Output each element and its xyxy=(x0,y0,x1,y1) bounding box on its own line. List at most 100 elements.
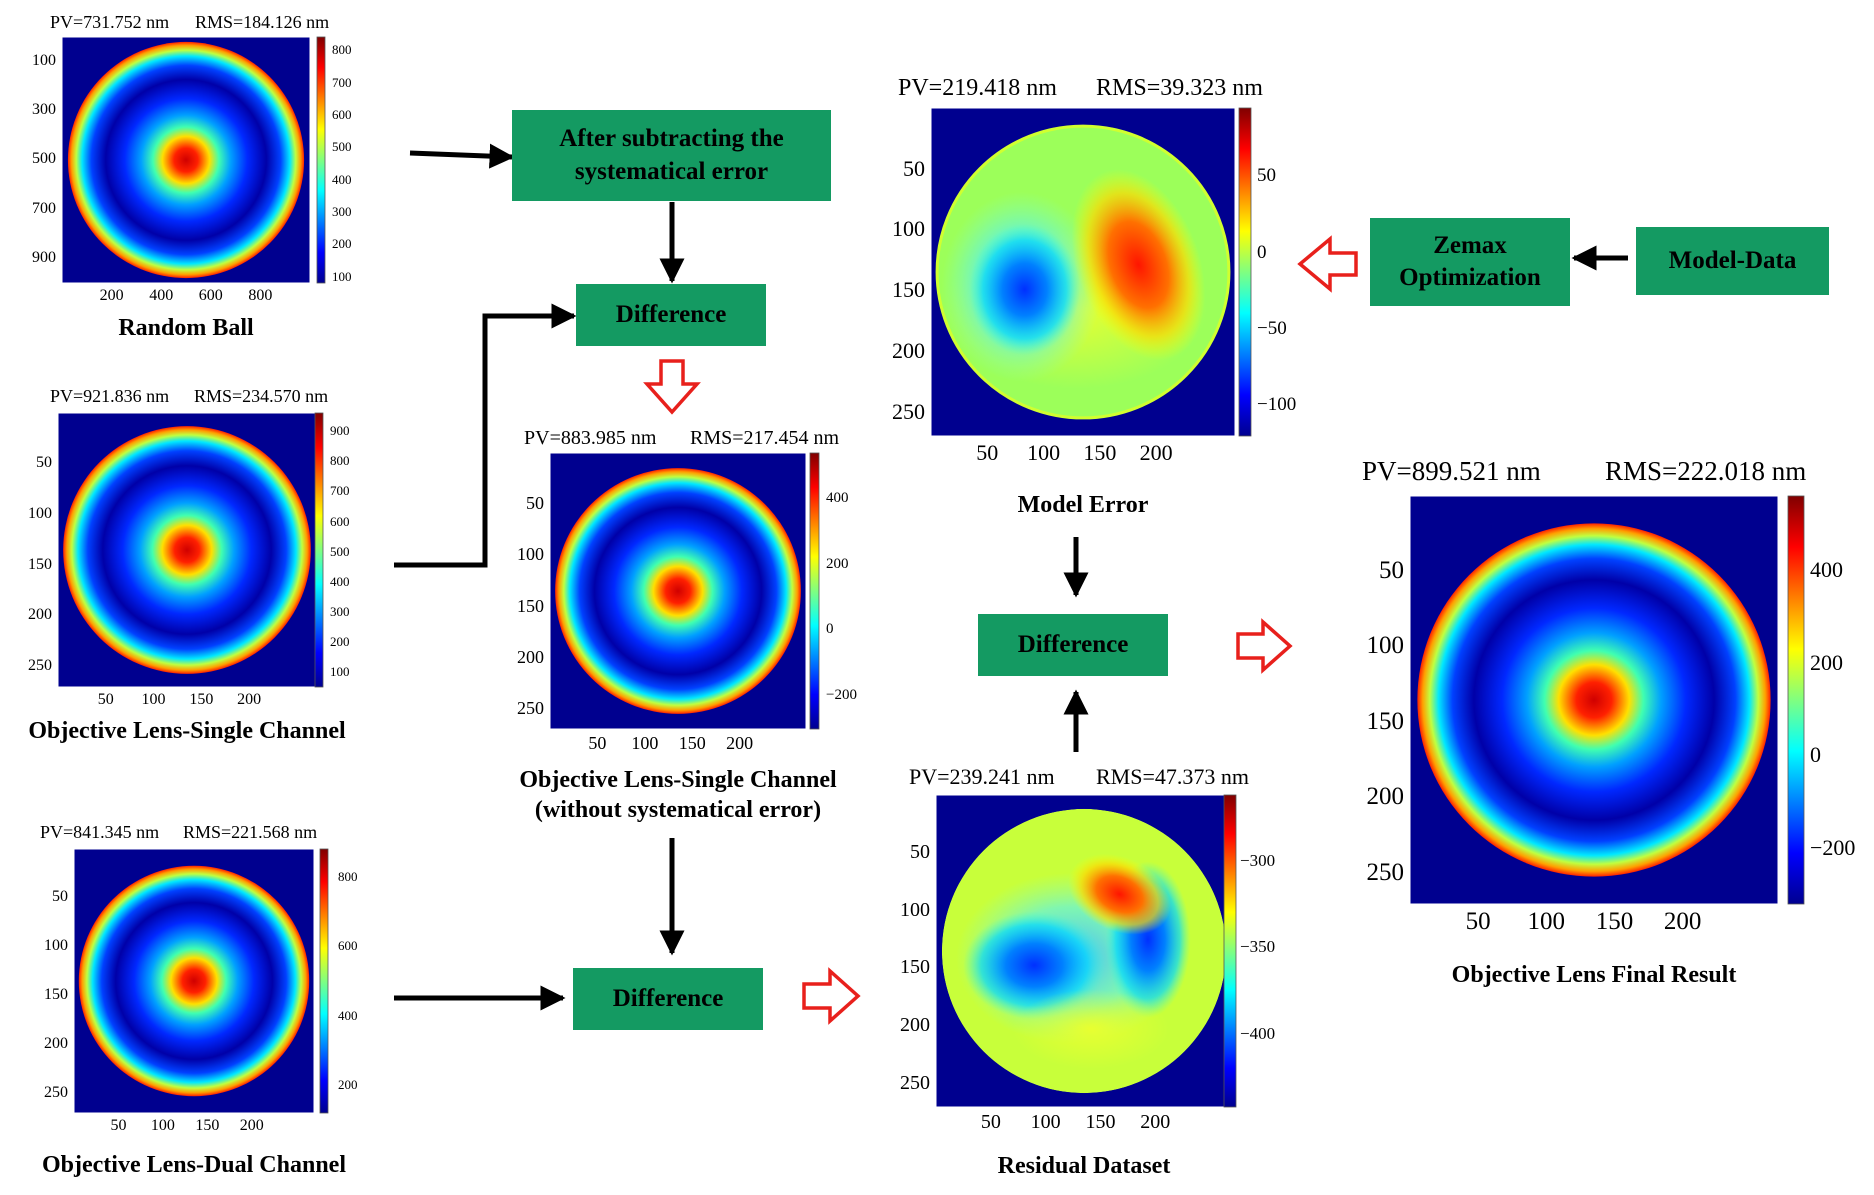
y-tick-label: 50 xyxy=(903,155,925,181)
difference-box-bottom: Difference xyxy=(573,968,763,1030)
caption-line: Objective Lens-Dual Channel xyxy=(41,1152,346,1178)
x-tick-label: 100 xyxy=(141,691,166,708)
colorbar-tick-label: −100 xyxy=(1257,394,1297,416)
colorbar-tick-label: 400 xyxy=(330,573,350,589)
y-tick-label: 150 xyxy=(517,595,544,616)
x-tick-label: 150 xyxy=(189,691,214,708)
x-tick-label: 600 xyxy=(198,287,223,304)
colorbar-frame xyxy=(809,452,820,730)
surface-disc xyxy=(941,808,1227,1094)
colorbar-tick-label: 200 xyxy=(332,236,352,252)
caption-line: Objective Lens-Single Channel xyxy=(28,718,346,744)
y-tick-label: 150 xyxy=(28,555,52,573)
y-tick-label: 100 xyxy=(892,216,925,242)
disc-edge xyxy=(935,124,1231,420)
surface-map-random-ball xyxy=(61,36,326,284)
surface-disc xyxy=(555,468,801,714)
y-tick-label: 50 xyxy=(526,493,544,514)
colorbar-tick-label: 400 xyxy=(1810,556,1843,582)
x-tick-label: 200 xyxy=(239,1117,264,1134)
rms-label: RMS=221.568 nm xyxy=(183,822,318,842)
colorbar-tick-label: −50 xyxy=(1257,317,1287,339)
axes-frame xyxy=(1409,495,1779,905)
caption-line: Residual Dataset xyxy=(997,1153,1171,1179)
colorbar-tick-label: 200 xyxy=(338,1077,358,1093)
colorbar-tick-label: 100 xyxy=(330,664,350,680)
colorbar-tick-label: 800 xyxy=(332,42,352,58)
colorbar xyxy=(810,453,819,729)
rms-label: RMS=184.126 nm xyxy=(195,12,330,32)
y-tick-label: 50 xyxy=(1379,556,1404,584)
x-tick-label: 200 xyxy=(726,733,754,753)
difference-box-right: Difference xyxy=(978,614,1168,676)
rms-label: RMS=222.018 nm xyxy=(1605,456,1807,486)
y-tick-label: 150 xyxy=(44,986,68,1004)
red-arrow-diff-to-residual xyxy=(802,967,861,1025)
surface-map-single-channel xyxy=(57,412,324,688)
x-tick-label: 150 xyxy=(678,733,706,753)
y-tick-label: 100 xyxy=(517,544,544,565)
plot-caption: Model Error xyxy=(883,490,1283,520)
pv-label: PV=731.752 nm xyxy=(50,12,170,32)
colorbar-tick-label: 0 xyxy=(1257,241,1267,263)
colorbar-tick-label: −350 xyxy=(1240,937,1276,957)
zemax-box-label: Zemax Optimization xyxy=(1399,231,1541,292)
plot-caption: Random Ball xyxy=(0,313,386,343)
y-tick-label: 250 xyxy=(892,398,925,424)
colorbar-tick-label: 400 xyxy=(338,1007,358,1023)
colorbar-tick-label: 800 xyxy=(330,453,350,469)
x-tick-label: 150 xyxy=(195,1117,220,1134)
x-tick-label: 200 xyxy=(237,691,262,708)
colorbar-tick-label: 400 xyxy=(826,490,849,506)
pv-label: PV=883.985 nm xyxy=(524,427,657,449)
plot-caption: Objective Lens Final Result xyxy=(1394,960,1794,990)
caption-line: Random Ball xyxy=(118,315,254,341)
pv-label: PV=239.241 nm xyxy=(909,764,1055,789)
arrows-layer xyxy=(394,143,1628,1025)
axes-frame xyxy=(73,848,315,1114)
x-tick-label: 50 xyxy=(980,1111,1001,1133)
y-tick-label: 900 xyxy=(32,248,56,266)
y-tick-label: 150 xyxy=(1366,707,1405,735)
zemax-optimization-box: Zemax Optimization xyxy=(1370,218,1570,306)
y-tick-label: 50 xyxy=(36,454,52,472)
colorbar-tick-label: −200 xyxy=(1810,835,1856,861)
axes-frame xyxy=(61,36,311,284)
colorbar xyxy=(1788,496,1804,904)
rms-label: RMS=217.454 nm xyxy=(690,427,840,449)
caption-line: Model Error xyxy=(1017,492,1149,518)
x-tick-label: 100 xyxy=(631,733,659,753)
x-tick-label: 200 xyxy=(1140,1111,1171,1133)
subtract-systematic-error-box: After subtracting the systematical error xyxy=(512,110,831,201)
colorbar xyxy=(320,849,328,1113)
pv-label: PV=841.345 nm xyxy=(40,822,160,842)
surface-disc xyxy=(937,126,1229,418)
y-tick-label: 500 xyxy=(32,150,56,168)
y-tick-label: 150 xyxy=(892,277,925,303)
colorbar-frame xyxy=(314,412,324,688)
x-tick-label: 150 xyxy=(1083,440,1117,465)
x-tick-label: 100 xyxy=(150,1117,175,1134)
plot-caption: Objective Lens-Single Channel xyxy=(0,716,387,746)
surface-map-residual xyxy=(935,794,1237,1108)
surface-map-final xyxy=(1409,495,1805,905)
colorbar-tick-label: 400 xyxy=(332,171,352,187)
colorbar xyxy=(315,413,323,687)
y-tick-label: 200 xyxy=(28,606,52,624)
colorbar-tick-label: 0 xyxy=(826,621,834,638)
y-tick-label: 100 xyxy=(1366,632,1405,660)
x-tick-label: 100 xyxy=(1527,908,1566,935)
x-tick-label: 50 xyxy=(588,733,607,753)
red-arrow-zemax-to-model xyxy=(1297,235,1358,293)
colorbar-tick-label: −400 xyxy=(1240,1024,1276,1043)
colorbar-tick-label: 200 xyxy=(826,555,849,572)
red-arrow-down xyxy=(643,359,701,415)
colorbar xyxy=(1224,795,1236,1107)
x-tick-label: 100 xyxy=(1027,440,1061,465)
rms-label: RMS=39.323 nm xyxy=(1096,75,1263,101)
y-tick-label: 250 xyxy=(1366,858,1405,886)
surface-disc xyxy=(63,426,311,674)
x-tick-label: 50 xyxy=(97,691,114,708)
colorbar-tick-label: 300 xyxy=(330,603,350,619)
x-tick-label: 50 xyxy=(976,440,999,465)
